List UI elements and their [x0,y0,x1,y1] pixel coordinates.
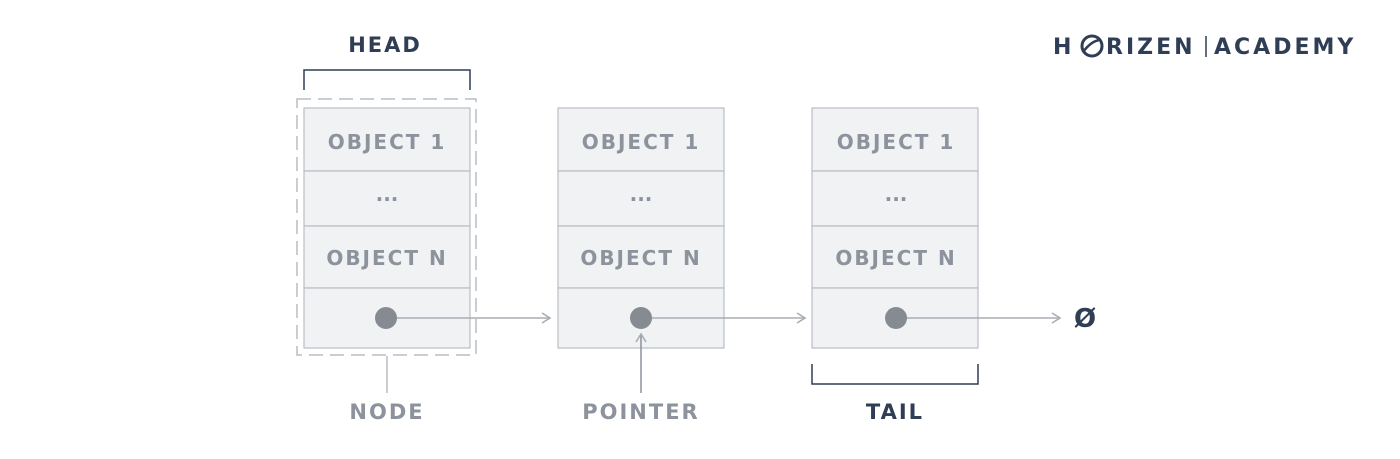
node-1-cell-object-1 [303,107,471,172]
node-1: OBJECT 1 ... OBJECT N [303,107,471,349]
pointer-label: POINTER [582,400,699,424]
node-3: OBJECT 1 ... OBJECT N [811,107,979,349]
tail-label: TAIL [866,400,924,424]
node-2-object-1-text: OBJECT 1 [582,130,701,154]
tail-bracket [811,364,979,385]
brand-o-icon [1080,34,1104,58]
node-highlight-outline [296,98,477,356]
node-3-object-n-text: OBJECT N [835,246,956,270]
node-3-object-1-text: OBJECT 1 [837,130,956,154]
node-2-ellipsis-text: ... [630,182,653,206]
node-3-cell-object-1 [811,107,979,172]
brand-logo: H RIZEN ACADEMY [1053,34,1356,60]
brand-logo-academy: ACADEMY [1214,35,1356,60]
node-2: OBJECT 1 ... OBJECT N [557,107,725,349]
node-2-pointer-dot [630,307,652,329]
node-1-cell-ellipsis [303,170,471,227]
brand-logo-h: H [1053,35,1074,60]
node-3-pointer-dot [885,307,907,329]
node-3-cell-ellipsis [811,170,979,227]
node-1-ellipsis-text: ... [376,182,399,206]
node-label: NODE [349,400,424,424]
node-3-cell-object-n [811,225,979,289]
node-2-cell-object-1 [557,107,725,172]
null-symbol: Ø [1074,304,1096,334]
node-1-pointer-dot [375,307,397,329]
brand-logo-rizen: RIZEN [1106,35,1196,60]
node-2-cell-ellipsis [557,170,725,227]
node-1-object-n-text: OBJECT N [326,246,447,270]
node-3-ellipsis-text: ... [885,182,908,206]
node-2-cell-object-n [557,225,725,289]
head-bracket [303,69,471,90]
node-2-object-n-text: OBJECT N [580,246,701,270]
node-1-cell-object-n [303,225,471,289]
node-1-object-1-text: OBJECT 1 [328,130,447,154]
head-label: HEAD [348,33,422,57]
